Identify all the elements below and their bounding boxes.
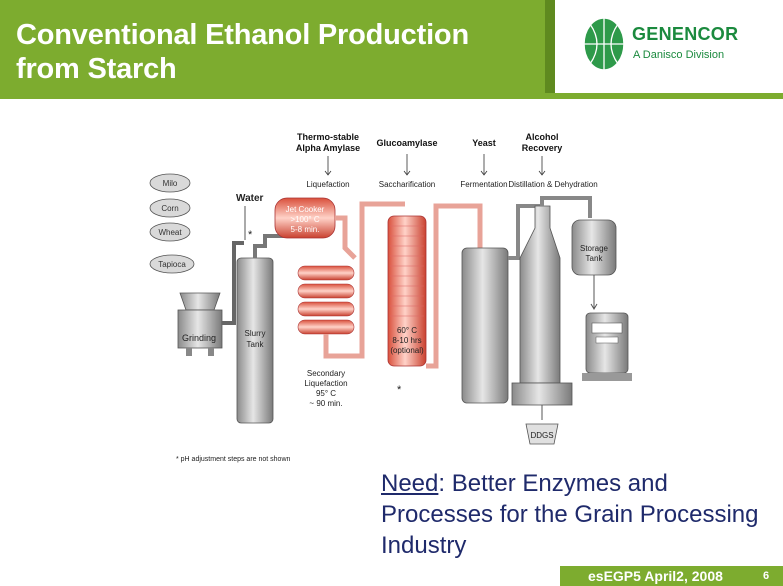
svg-text:Yeast: Yeast [472, 138, 496, 148]
storage-tank: Storage Tank [571, 219, 617, 276]
svg-text:Glucoamylase: Glucoamylase [376, 138, 437, 148]
slurry-tank: Slurry Tank [236, 257, 274, 424]
ferment-pipe [508, 204, 540, 260]
svg-text:(optional): (optional) [390, 346, 424, 355]
footer-bar [560, 566, 783, 586]
title-underline [290, 93, 783, 99]
grinding-mill: Grinding [177, 292, 223, 356]
title-banner-accent [545, 0, 555, 99]
liquefaction-pipe [323, 201, 405, 359]
water-label: Water [236, 193, 264, 204]
svg-text:Jet Cooker: Jet Cooker [286, 205, 325, 214]
svg-text:Liquefaction: Liquefaction [306, 180, 349, 189]
svg-text:>100° C: >100° C [290, 215, 319, 224]
feedstock-corn: Corn [149, 198, 191, 218]
title-banner: Conventional Ethanol Production from Sta… [0, 0, 555, 99]
svg-text:DDGS: DDGS [530, 431, 553, 440]
svg-text:Tank: Tank [586, 254, 604, 263]
svg-text:Tank: Tank [247, 340, 265, 349]
need-statement: Need: Better Enzymes and Processes for t… [381, 468, 761, 561]
logo-subtitle: A Danisco Division [633, 49, 725, 61]
distillation-column [511, 205, 573, 406]
feedstock-tapioca: Tapioca [149, 254, 195, 274]
leaf-globe-icon [583, 17, 625, 71]
svg-text:Saccharification: Saccharification [379, 180, 435, 189]
svg-text:Liquefaction: Liquefaction [304, 379, 347, 388]
title-line-2: from Starch [16, 53, 177, 85]
feedstock-wheat: Wheat [149, 222, 191, 242]
svg-text:Recovery: Recovery [522, 143, 563, 153]
grain-pipe [222, 241, 244, 325]
footnote: * pH adjustment steps are not shown [176, 456, 291, 463]
svg-text:Corn: Corn [161, 204, 178, 213]
svg-text:5-8 min.: 5-8 min. [291, 225, 320, 234]
svg-text:Alcohol: Alcohol [526, 132, 559, 142]
ddgs-bin: DDGS [525, 423, 559, 445]
grinding-label: Grinding [182, 333, 216, 343]
svg-text:Slurry: Slurry [245, 329, 266, 338]
saccharification-tank: 60° C 8-10 hrs (optional) [387, 215, 427, 367]
svg-text:Milo: Milo [163, 179, 178, 188]
fuel-pump-icon [582, 312, 632, 381]
svg-text:Secondary: Secondary [307, 369, 345, 378]
svg-text:60° C: 60° C [397, 326, 417, 335]
process-diagram: Milo Corn Wheat Tapioca Grinding Water *… [149, 132, 632, 463]
need-label: Need [381, 470, 439, 497]
fermentation-tank [461, 247, 509, 404]
svg-text:8-10 hrs: 8-10 hrs [392, 336, 421, 345]
sacch-pipe [426, 203, 483, 369]
page-title: Conventional Ethanol Production from Sta… [16, 18, 469, 86]
secondary-liquefaction-coil [297, 265, 355, 335]
logo-name: GENENCOR [632, 24, 739, 44]
distill-pipe [540, 196, 592, 218]
svg-text:Distillation & Dehydration: Distillation & Dehydration [508, 180, 597, 189]
svg-text:Alpha Amylase: Alpha Amylase [296, 143, 360, 153]
feedstock-milo: Milo [149, 173, 191, 193]
svg-text:Thermo-stable: Thermo-stable [297, 132, 359, 142]
genencor-logo: GENENCOR A Danisco Division [580, 14, 780, 74]
svg-text:Fermentation: Fermentation [460, 180, 507, 189]
footer-text: esEGP5 April2, 2008 [588, 568, 723, 584]
title-line-1: Conventional Ethanol Production [16, 19, 469, 51]
svg-text:Storage: Storage [580, 244, 609, 253]
jet-cooker: Jet Cooker >100° C 5-8 min. [274, 197, 336, 239]
svg-text:Wheat: Wheat [158, 228, 182, 237]
page-number: 6 [763, 570, 770, 582]
svg-text:95° C: 95° C [316, 389, 336, 398]
svg-text:Tapioca: Tapioca [158, 260, 186, 269]
cooker-pipe [335, 215, 357, 260]
need-text: : Better Enzymes and Processes for the G… [381, 470, 759, 559]
saccharification-asterisk: * [397, 384, 402, 396]
water-asterisk: * [248, 229, 253, 241]
svg-text:~ 90 min.: ~ 90 min. [309, 399, 342, 408]
